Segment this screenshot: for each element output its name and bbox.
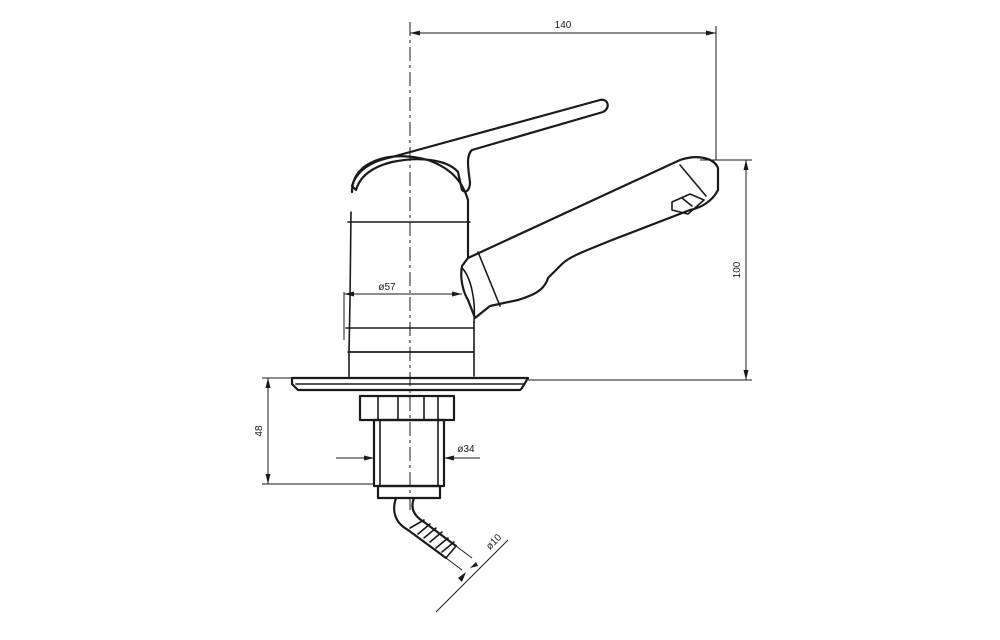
dimension-body-diameter-label: ø57 [378, 282, 396, 293]
spout [460, 156, 720, 323]
dimension-height: 100 [528, 159, 752, 381]
dimension-hose-diameter: ø10 [435, 532, 509, 613]
dimension-depth: 48 [254, 377, 374, 485]
dimension-depth-label: 48 [254, 425, 265, 437]
dimension-body-diameter: ø57 [343, 282, 462, 340]
flexible-hose [393, 496, 473, 571]
lever-handle [350, 98, 609, 193]
dimension-width: 140 [409, 20, 717, 160]
dimension-hose-diameter-label: ø10 [484, 532, 504, 552]
dimension-shank-diameter: ø34 [336, 444, 480, 461]
deck-plate [290, 376, 530, 392]
mounting-nut [358, 394, 456, 422]
dimension-height-label: 100 [732, 261, 743, 278]
threaded-shank [372, 418, 446, 500]
dimension-width-label: 140 [555, 20, 572, 31]
dimension-shank-diameter-label: ø34 [457, 444, 475, 455]
